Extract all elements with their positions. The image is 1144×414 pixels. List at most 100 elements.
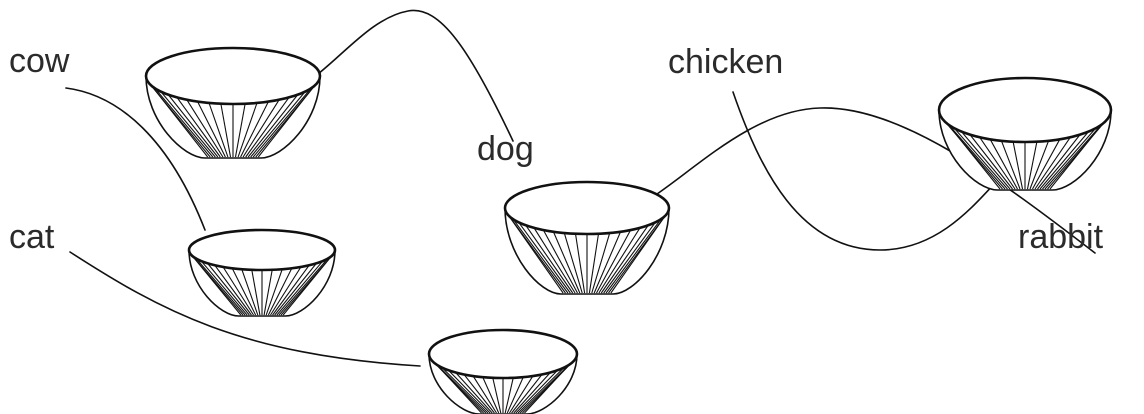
- bowl-center-left[interactable]: [187, 228, 337, 317]
- bowl-rib: [563, 231, 583, 294]
- bowl-rib: [252, 86, 313, 158]
- bowl-rib: [191, 255, 244, 316]
- bowl-rib: [1044, 122, 1104, 190]
- bowl-rib: [959, 129, 1011, 190]
- bowl-rib: [166, 93, 219, 158]
- bowl-rib: [159, 90, 216, 158]
- bowl-rib: [1032, 137, 1062, 190]
- bowl-rib: [491, 376, 502, 414]
- bowl-ribs: [429, 356, 577, 414]
- connector-rabbit[interactable]: [641, 107, 1096, 254]
- bowl-rib: [263, 268, 273, 316]
- bowl-rib: [462, 372, 495, 414]
- connector-dog[interactable]: [304, 9, 514, 142]
- bowl-rib: [435, 363, 487, 414]
- bowl-rib: [222, 265, 254, 316]
- bowl-rib: [481, 375, 500, 414]
- connector-cow[interactable]: [65, 87, 206, 231]
- bowl-rib: [282, 252, 335, 316]
- bowl-rib: [267, 267, 293, 316]
- bowl-rib: [1012, 139, 1024, 190]
- bowl-rib: [1034, 135, 1072, 190]
- label-dog: dog: [477, 130, 534, 168]
- connector-chicken[interactable]: [732, 91, 996, 251]
- bowl-rib: [250, 90, 307, 158]
- bowl-rib: [596, 228, 632, 294]
- bowl-rib: [195, 257, 246, 316]
- bowl-rib: [237, 101, 259, 158]
- bowl-rib: [1037, 132, 1082, 190]
- bowl-rib: [231, 267, 257, 316]
- bowl-rib: [610, 211, 669, 294]
- bowl-rib: [574, 232, 586, 294]
- bowl-rib: [952, 126, 1008, 190]
- bowl-rib: [234, 102, 246, 158]
- bowl-rib: [240, 99, 270, 158]
- bowl-rib: [504, 376, 515, 414]
- bowl-rib: [440, 365, 489, 414]
- bowl-rib: [1042, 126, 1098, 190]
- bowl-rib: [206, 262, 250, 316]
- bowl-rib: [153, 86, 214, 158]
- bowl-rib: [552, 230, 581, 294]
- bowl-rim: [187, 228, 337, 272]
- bowl-rib: [242, 98, 281, 158]
- bowl-rib: [1039, 129, 1091, 190]
- bowl-rib: [278, 257, 329, 316]
- bowl-rib: [245, 95, 291, 158]
- bowl-top-left[interactable]: [144, 46, 322, 159]
- bowl-rib: [274, 262, 318, 316]
- label-cow: cow: [9, 42, 70, 80]
- bowl-rib: [509, 374, 535, 414]
- bowl-top-right[interactable]: [937, 76, 1113, 191]
- bowl-rib: [270, 265, 302, 316]
- label-chicken: chicken: [668, 43, 783, 81]
- bowl-rib: [1000, 139, 1021, 190]
- bowl-rib: [507, 214, 566, 294]
- bowl-rib: [603, 221, 657, 294]
- bowl-rib: [591, 231, 611, 294]
- bowl-rib: [946, 122, 1006, 190]
- bowl-rib: [942, 118, 1003, 190]
- bowl-ribs: [505, 211, 669, 294]
- bowl-bottom-center[interactable]: [427, 328, 579, 414]
- bowl-rib: [240, 268, 259, 316]
- bowl-rib: [605, 217, 663, 294]
- bowl-ribs: [189, 252, 335, 316]
- bowl-rib: [506, 375, 525, 414]
- bowl-rib: [257, 79, 320, 158]
- bowl-rib: [600, 223, 650, 294]
- bowl-rib: [988, 137, 1018, 190]
- bowl-rib: [213, 264, 252, 316]
- bowl-rib: [519, 363, 571, 414]
- bowl-rib: [542, 228, 578, 294]
- bowl-rib: [200, 259, 248, 316]
- label-rabbit: rabbit: [1018, 218, 1104, 256]
- bowl-rib: [532, 226, 576, 294]
- bowl-rib: [175, 95, 221, 158]
- bowl-ribs: [939, 113, 1111, 190]
- bowl-rib: [454, 370, 493, 414]
- bowl-rib: [446, 368, 491, 414]
- bowl-rim: [503, 180, 671, 236]
- bowl-rib: [598, 226, 642, 294]
- bowl-rib: [247, 93, 300, 158]
- bowl-rib: [517, 365, 566, 414]
- bowl-rib: [196, 99, 226, 158]
- bowl-rib: [517, 221, 571, 294]
- bowl-rib: [272, 264, 311, 316]
- bowl-rib: [471, 374, 497, 414]
- bowl-rib: [515, 368, 560, 414]
- bowl-rib: [431, 360, 484, 414]
- bowl-rim: [937, 76, 1113, 144]
- connector-cat[interactable]: [69, 251, 421, 367]
- label-cat: cat: [9, 218, 55, 256]
- connector-lines: [65, 9, 1096, 367]
- bowl-rib: [511, 217, 569, 294]
- bowl-rib: [276, 259, 324, 316]
- bowl-center[interactable]: [503, 180, 671, 295]
- bowl-rib: [1029, 139, 1050, 190]
- bowl-rib: [1026, 139, 1038, 190]
- bowl-rib: [251, 268, 261, 316]
